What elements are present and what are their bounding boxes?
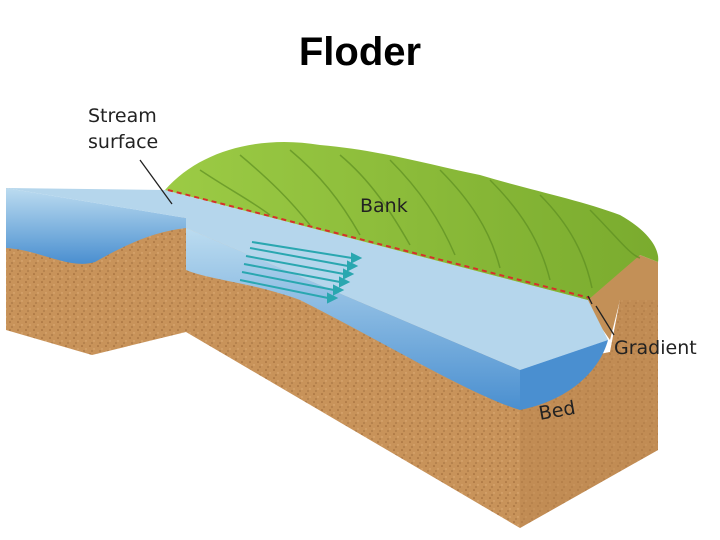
gradient-label: Gradient (614, 337, 697, 359)
bank-label: Bank (360, 195, 408, 217)
stream-surface-label-1: Stream (88, 105, 157, 127)
stream-surface-label-2: surface (88, 131, 158, 153)
